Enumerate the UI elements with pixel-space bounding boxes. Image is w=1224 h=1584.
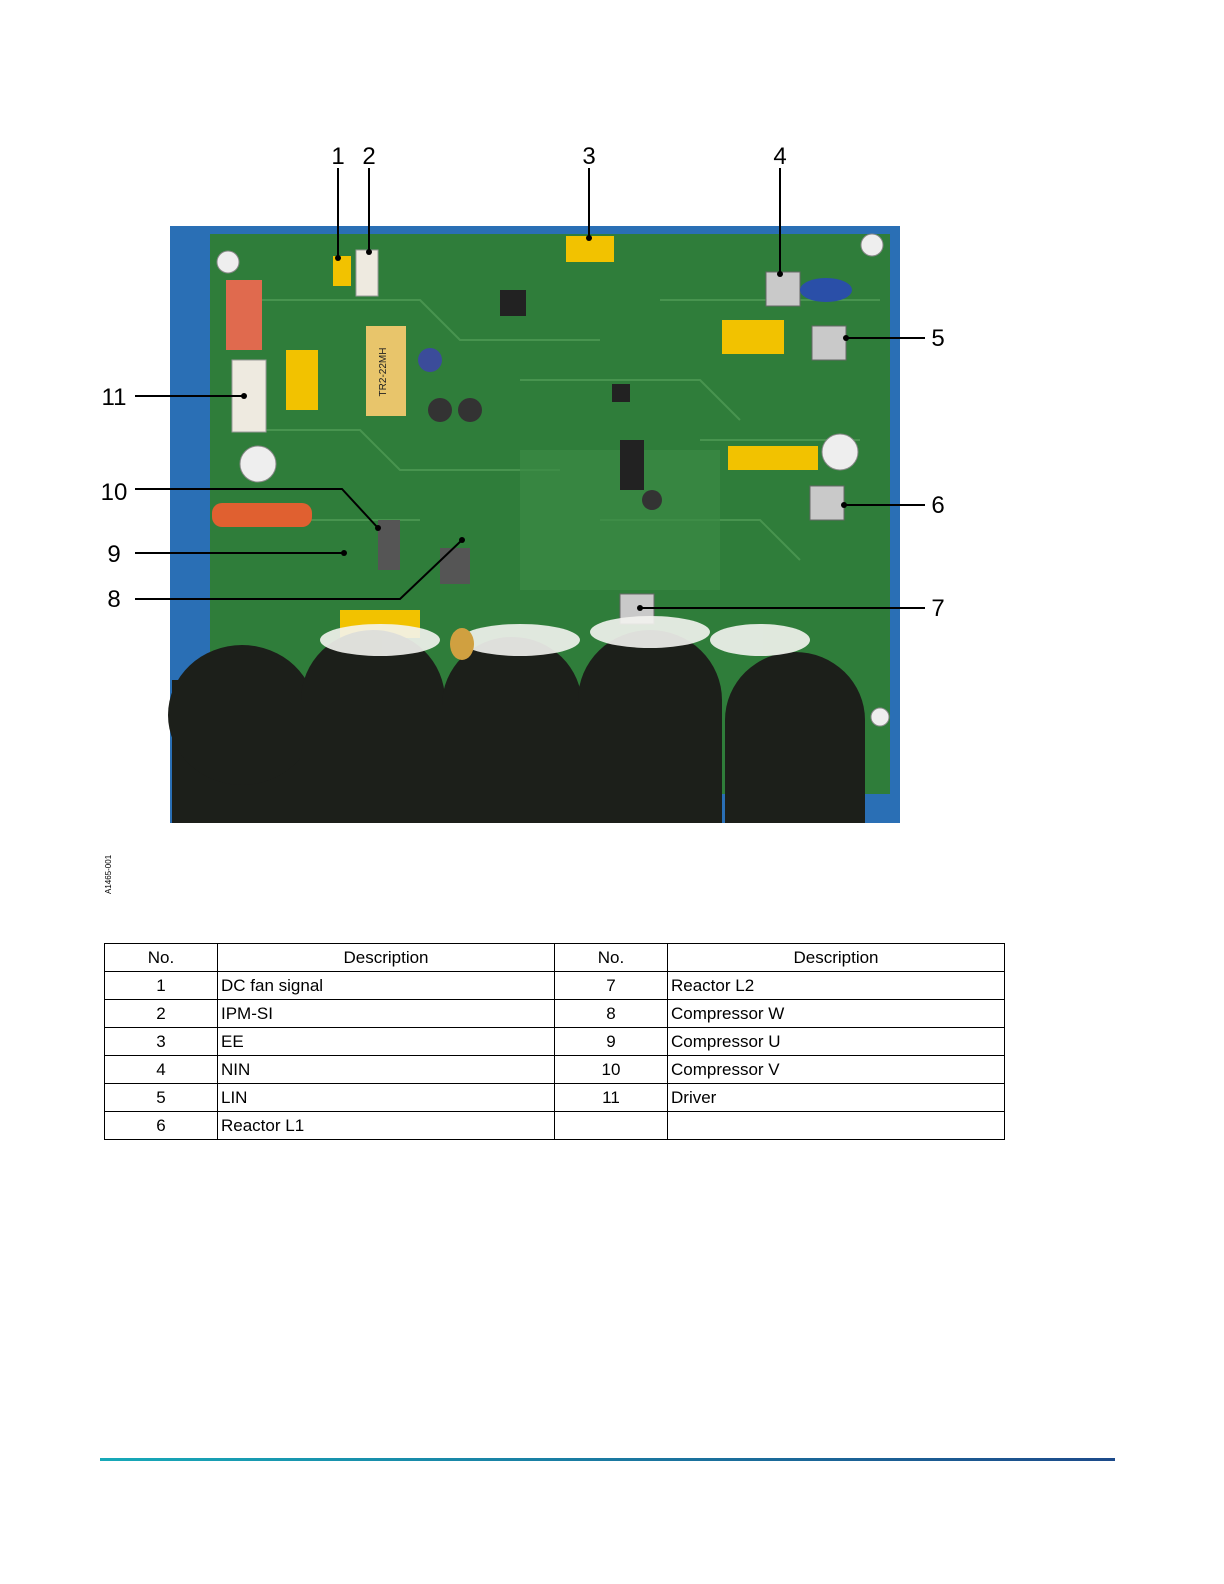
legend-table: No. Description No. Description 1 DC fan… [104, 943, 1005, 1140]
table-row: 3 EE 9 Compressor U [105, 1028, 1005, 1056]
table-row: 6 Reactor L1 [105, 1112, 1005, 1140]
header-no: No. [555, 944, 668, 972]
cell-no [555, 1112, 668, 1140]
callout-2: 2 [362, 143, 375, 170]
callout-3: 3 [582, 143, 595, 170]
header-description: Description [668, 944, 1005, 972]
pcb-photo: TR2-22MH [168, 226, 900, 823]
cell-description: Compressor V [668, 1056, 1005, 1084]
callout-5: 5 [931, 325, 944, 352]
cell-no: 7 [555, 972, 668, 1000]
cell-description: Compressor U [668, 1028, 1005, 1056]
table-row: 1 DC fan signal 7 Reactor L2 [105, 972, 1005, 1000]
cell-description: EE [218, 1028, 555, 1056]
callout-9: 9 [107, 541, 120, 568]
callout-8: 8 [107, 586, 120, 613]
cell-description: Compressor W [668, 1000, 1005, 1028]
header-no: No. [105, 944, 218, 972]
table-row: 2 IPM-SI 8 Compressor W [105, 1000, 1005, 1028]
cell-no: 10 [555, 1056, 668, 1084]
cell-no: 9 [555, 1028, 668, 1056]
cell-description [668, 1112, 1005, 1140]
callout-6: 6 [931, 492, 944, 519]
transformer-label: TR2-22MH [378, 348, 389, 397]
pcb-figure: TR2-22MH [0, 0, 1224, 900]
cell-description: IPM-SI [218, 1000, 555, 1028]
table-row: 4 NIN 10 Compressor V [105, 1056, 1005, 1084]
table-row: 5 LIN 11 Driver [105, 1084, 1005, 1112]
callout-11: 11 [102, 384, 127, 411]
cell-no: 6 [105, 1112, 218, 1140]
callout-10: 10 [101, 479, 128, 506]
cell-no: 11 [555, 1084, 668, 1112]
cell-no: 5 [105, 1084, 218, 1112]
callout-4: 4 [773, 143, 786, 170]
header-description: Description [218, 944, 555, 972]
cell-no: 4 [105, 1056, 218, 1084]
cell-no: 3 [105, 1028, 218, 1056]
figure-id: A1465-001 [104, 855, 113, 894]
callout-7: 7 [931, 595, 944, 622]
cell-no: 2 [105, 1000, 218, 1028]
cell-no: 8 [555, 1000, 668, 1028]
callout-1: 1 [331, 143, 344, 170]
cell-description: LIN [218, 1084, 555, 1112]
cell-description: Driver [668, 1084, 1005, 1112]
cell-no: 1 [105, 972, 218, 1000]
table-header-row: No. Description No. Description [105, 944, 1005, 972]
cell-description: Reactor L1 [218, 1112, 555, 1140]
cell-description: NIN [218, 1056, 555, 1084]
footer-divider [100, 1458, 1115, 1461]
cell-description: Reactor L2 [668, 972, 1005, 1000]
cell-description: DC fan signal [218, 972, 555, 1000]
